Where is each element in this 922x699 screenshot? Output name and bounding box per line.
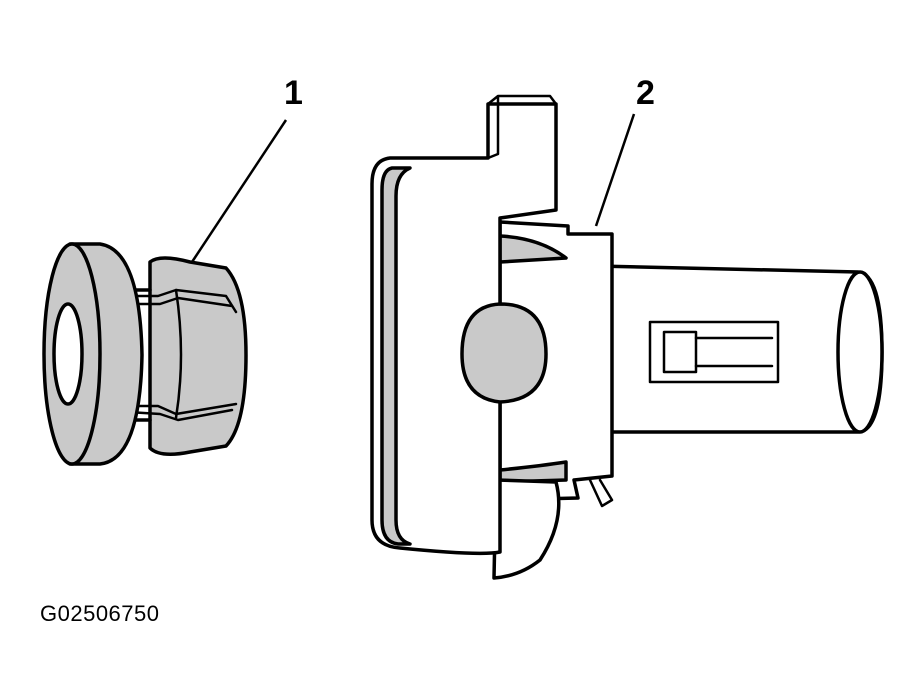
callout-2-label: 2 xyxy=(636,74,655,112)
bulb-end-cap xyxy=(836,270,884,434)
bulb-terminal-inner xyxy=(662,330,698,374)
grommet-collar-edge xyxy=(174,288,183,420)
grommet-center-hole xyxy=(52,302,84,406)
grommet-slot-lower xyxy=(126,402,238,416)
grommet-slot-upper-2 xyxy=(126,296,234,308)
callout-1-label: 1 xyxy=(284,74,303,112)
part-1-grommet xyxy=(42,242,248,466)
grommet-collar-body xyxy=(148,256,248,456)
socket-boss xyxy=(460,302,548,404)
socket-bottom-lip xyxy=(492,478,561,580)
bulb-terminal-outer xyxy=(648,320,780,384)
socket-hub-shadow-bottom xyxy=(498,460,568,484)
socket-lock-tab xyxy=(588,478,614,508)
socket-plate-side xyxy=(380,166,412,546)
socket-plate-key xyxy=(486,94,558,160)
grommet-slot-lower-2 xyxy=(126,408,234,422)
figure-id: G02506750 xyxy=(40,601,160,626)
leader-line-1 xyxy=(190,119,288,263)
leader-line-2 xyxy=(594,113,636,227)
bulb-terminal-line xyxy=(694,336,774,368)
socket-hub-shadow-top xyxy=(498,234,568,264)
part-2-bulb-socket xyxy=(370,94,884,580)
